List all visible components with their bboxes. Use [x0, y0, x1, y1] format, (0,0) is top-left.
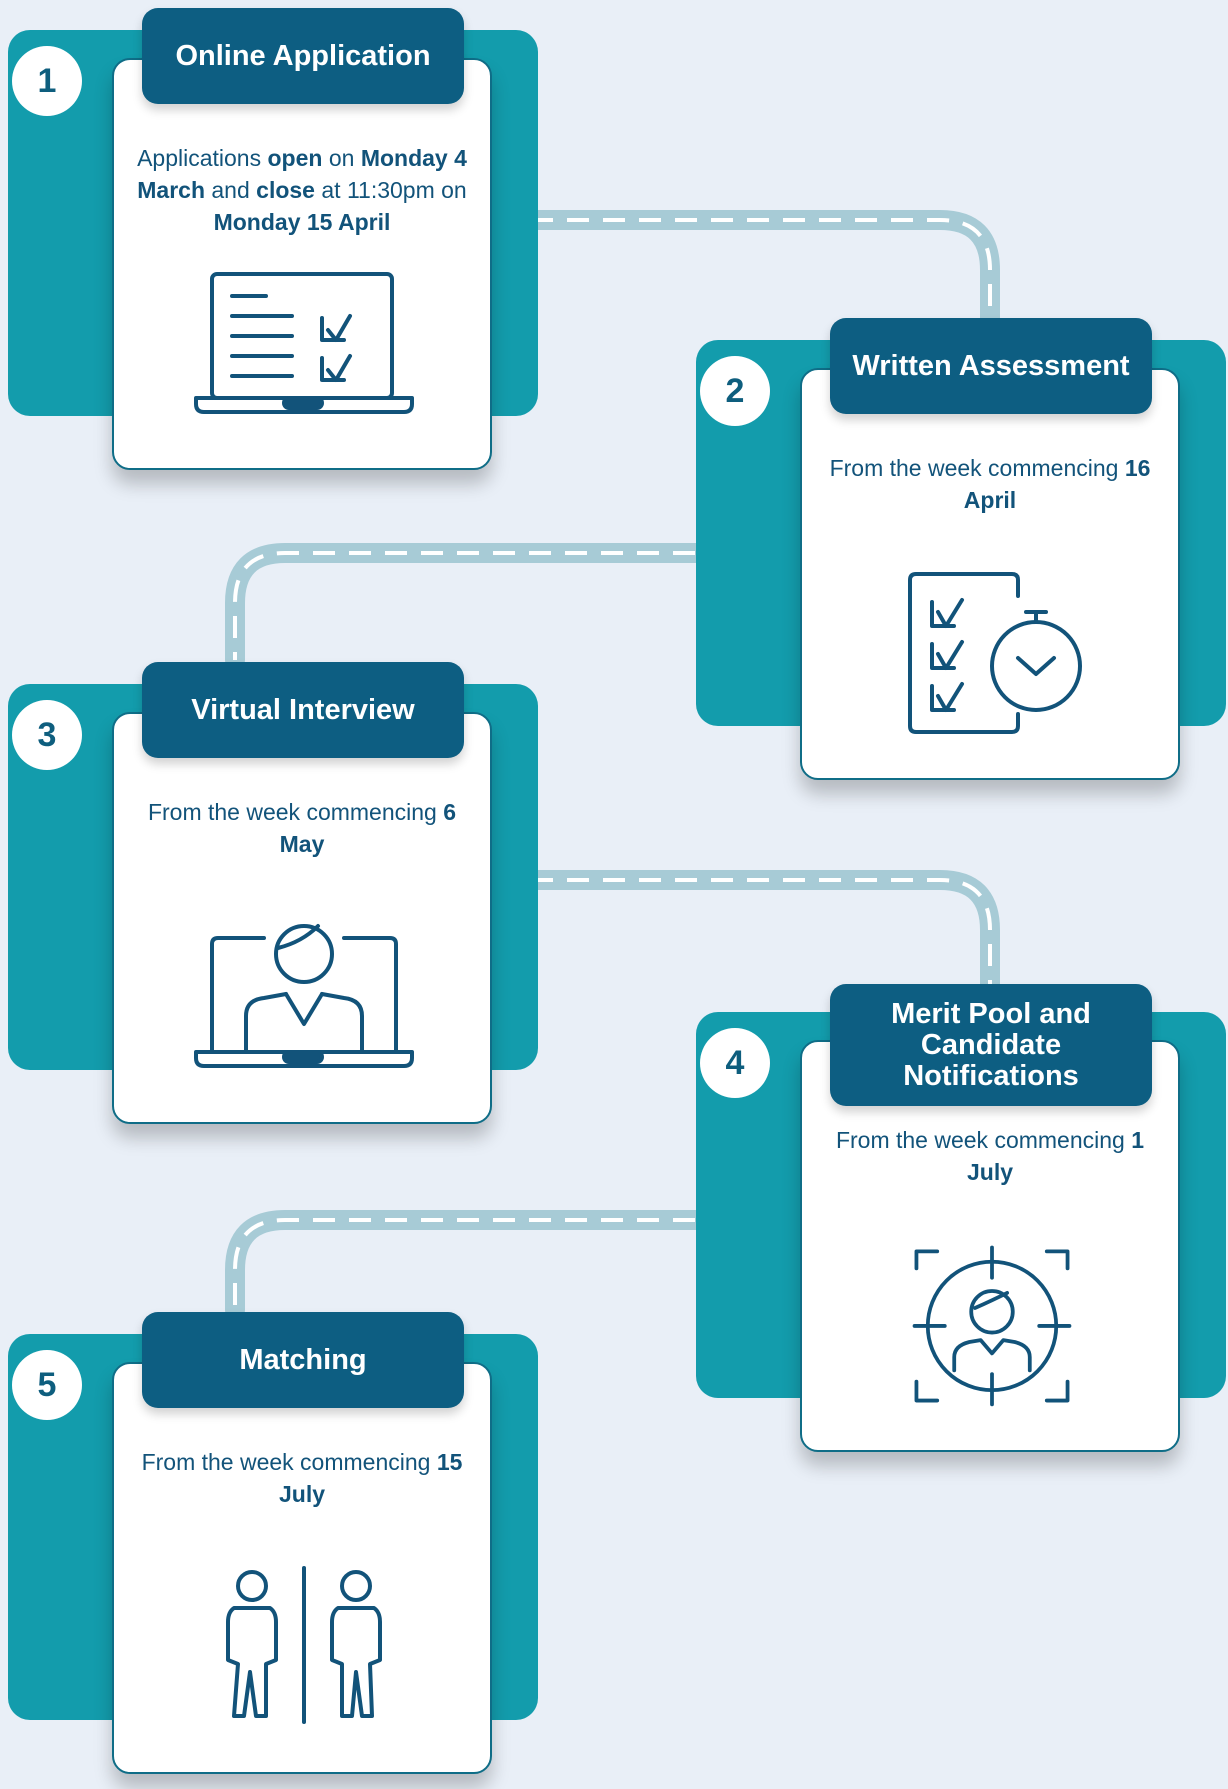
- step-description: From the week commencing 15 July: [134, 1446, 470, 1510]
- step-number: 3: [12, 700, 82, 770]
- step-card: Applications open on Monday 4 March and …: [112, 58, 492, 470]
- step-number: 1: [12, 46, 82, 116]
- description-emphasis: Monday 4 March: [137, 145, 467, 203]
- description-emphasis: close: [256, 177, 315, 203]
- step-description: From the week commencing 16 April: [822, 452, 1158, 516]
- step-title: Merit Pool and Candidate Notifications: [830, 984, 1152, 1106]
- description-text: and: [205, 177, 257, 203]
- description-text: From the week commencing: [835, 1127, 1132, 1153]
- step-matching: 5 From the week commencing 15 July Match…: [8, 1312, 538, 1774]
- step-online-application: 1 Applications open on Monday 4 March an…: [8, 8, 538, 470]
- step-number: 5: [12, 1350, 82, 1420]
- step-title: Written Assessment: [830, 318, 1152, 414]
- step-number: 2: [700, 356, 770, 426]
- checklist-timer-icon: [882, 568, 1102, 738]
- candidate-target-icon: [882, 1240, 1102, 1410]
- step-description: Applications open on Monday 4 March and …: [134, 142, 470, 238]
- step-title: Online Application: [142, 8, 464, 104]
- description-text: From the week commencing: [141, 1449, 437, 1475]
- description-text: Applications: [137, 145, 268, 171]
- step-card: From the week commencing 1 July: [800, 1040, 1180, 1452]
- description-text: on: [322, 145, 361, 171]
- description-emphasis: open: [267, 145, 323, 171]
- step-number: 4: [700, 1028, 770, 1098]
- step-written-assessment: 2 From the week commencing 16 April Writ…: [696, 318, 1226, 780]
- step-virtual-interview: 3 From the week commencing 6 May Virtual…: [8, 662, 538, 1124]
- description-text: From the week commencing: [829, 455, 1125, 481]
- two-people-icon: [194, 1562, 414, 1732]
- description-text: at 11:30pm on: [314, 177, 467, 203]
- video-call-laptop-icon: [194, 912, 414, 1082]
- description-text: From the week commencing: [147, 799, 444, 825]
- connector-4-5: [225, 1210, 813, 1320]
- step-description: From the week commencing 6 May: [134, 796, 470, 860]
- step-description: From the week commencing 1 July: [822, 1124, 1158, 1188]
- step-merit-pool: 4 From the week commencing 1 July Merit …: [696, 984, 1226, 1452]
- connector-1-2: [485, 210, 1000, 328]
- description-emphasis: 1 July: [966, 1127, 1145, 1185]
- step-title: Matching: [142, 1312, 464, 1408]
- description-emphasis: 15 July: [278, 1449, 463, 1507]
- step-card: From the week commencing 16 April: [800, 368, 1180, 780]
- step-card: From the week commencing 6 May: [112, 712, 492, 1124]
- connector-2-3: [225, 543, 813, 670]
- step-title: Virtual Interview: [142, 662, 464, 758]
- description-emphasis: 16 April: [963, 455, 1151, 513]
- description-emphasis: Monday 15 April: [213, 209, 391, 235]
- description-emphasis: 6 May: [279, 799, 457, 857]
- connector-3-4: [485, 870, 1000, 995]
- step-card: From the week commencing 15 July: [112, 1362, 492, 1774]
- laptop-checklist-icon: [194, 258, 414, 428]
